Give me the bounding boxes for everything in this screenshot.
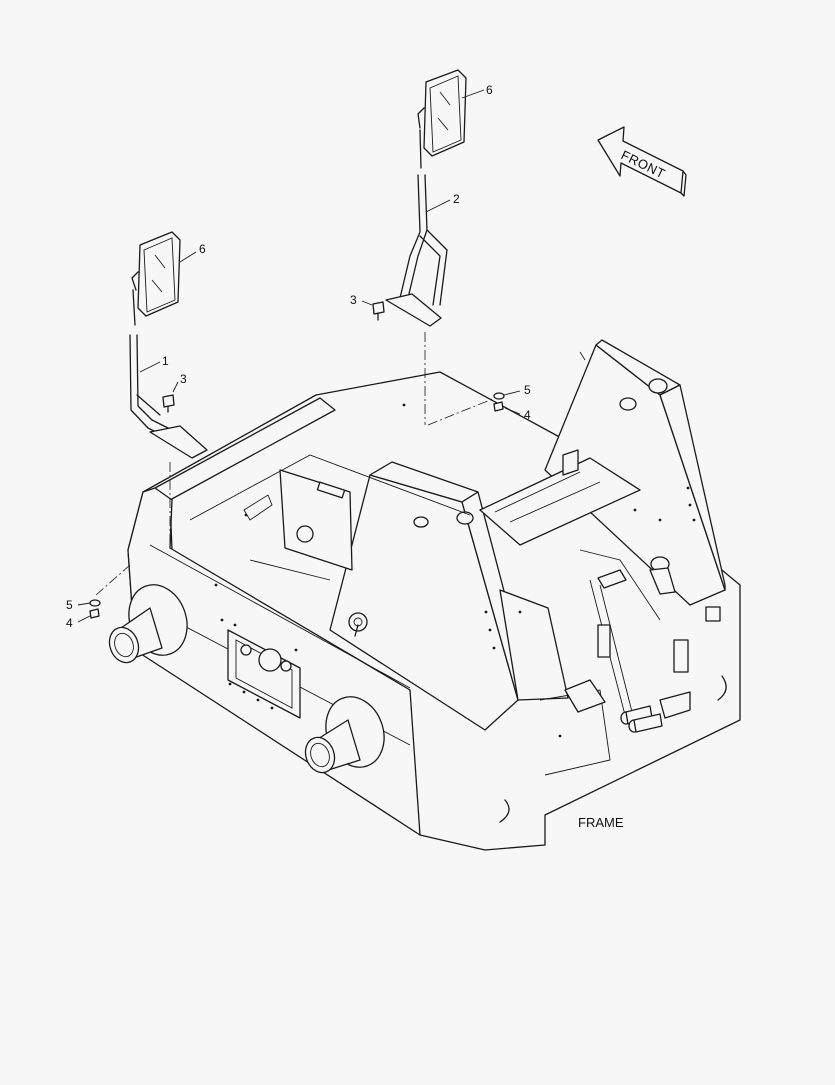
front-arrow: FRONT bbox=[597, 126, 687, 197]
callout-left-mirror-bracket: 1 bbox=[162, 354, 169, 368]
machine-frame bbox=[108, 339, 741, 851]
left-mirror-head bbox=[131, 231, 181, 317]
callout-left-washer: 5 bbox=[66, 598, 73, 612]
right-mirror-assembly bbox=[372, 69, 505, 426]
left-washer bbox=[89, 599, 101, 607]
callout-right-washer: 5 bbox=[524, 383, 531, 397]
right-mirror-head bbox=[417, 69, 467, 157]
callout-left-mirror-head: 6 bbox=[199, 242, 206, 256]
callout-left-bolt: 3 bbox=[180, 372, 187, 386]
callout-right-mirror-head: 6 bbox=[486, 83, 493, 97]
right-axle-tube bbox=[304, 696, 385, 774]
diagram-caption: FRAME bbox=[578, 815, 624, 830]
right-bolt bbox=[372, 301, 385, 321]
callout-left-nut: 4 bbox=[66, 616, 73, 630]
callout-labels: 6 6 2 1 3 3 5 4 5 4 bbox=[66, 83, 531, 630]
callout-right-mirror-bracket: 2 bbox=[453, 192, 460, 206]
hydraulic-fittings bbox=[620, 691, 691, 733]
left-mirror-bracket bbox=[129, 334, 208, 459]
right-washer bbox=[493, 392, 505, 400]
left-mirror-assembly bbox=[89, 231, 208, 619]
rear-tower bbox=[544, 339, 726, 606]
left-axle-tube bbox=[108, 584, 188, 664]
right-nut bbox=[493, 401, 504, 412]
callout-right-bolt: 3 bbox=[350, 293, 357, 307]
callout-right-nut: 4 bbox=[524, 408, 531, 422]
left-bolt bbox=[162, 394, 175, 413]
left-nut bbox=[89, 608, 100, 619]
callout-leaders bbox=[77, 89, 521, 623]
mounting-holes bbox=[214, 403, 696, 738]
right-mirror-bracket bbox=[385, 174, 448, 327]
